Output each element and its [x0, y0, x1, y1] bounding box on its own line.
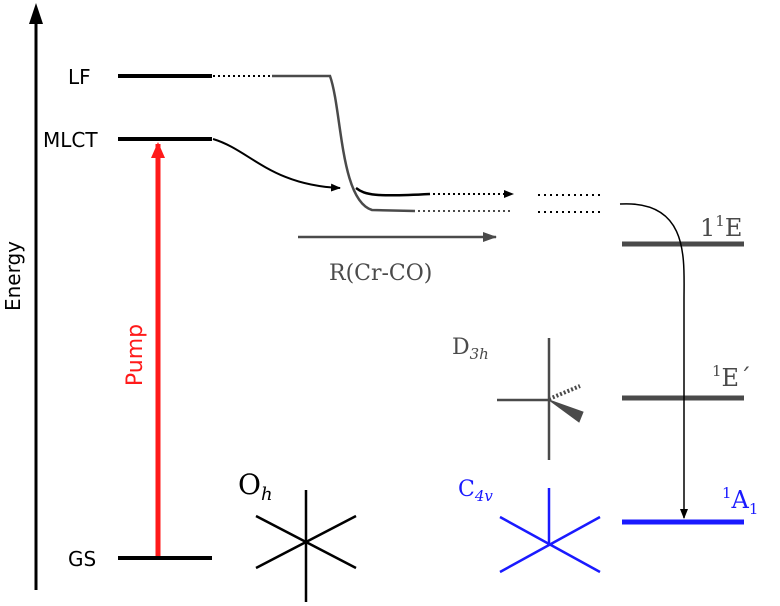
state-1E-prime-label: 1E´ — [712, 362, 751, 392]
state-1E-prime-main: E´ — [722, 364, 752, 392]
state-1E-prime-sup: 1 — [712, 362, 722, 380]
c4v-sub: 4v — [474, 487, 494, 505]
energy-axis-label: Energy — [1, 241, 25, 311]
mlct-path-continuation — [355, 186, 431, 197]
pump-label: Pump — [123, 324, 148, 386]
oh-molecule-icon — [255, 490, 357, 602]
state-1A1-sub: 1 — [749, 500, 759, 518]
axis-arrowhead-icon — [29, 3, 43, 24]
gs-label: GS — [68, 547, 96, 571]
d3h-symmetry-label: D3h — [452, 335, 489, 363]
state-1-1E-sup: 1 — [715, 212, 725, 230]
c4v-base: C — [458, 477, 475, 502]
d3h-base: D — [452, 335, 470, 360]
oh-base: O — [238, 468, 261, 501]
lf-decay-curve — [272, 74, 416, 213]
state-1A1-main: A — [731, 486, 750, 514]
d3h-sub: 3h — [470, 345, 489, 363]
coordinate-label: R(Cr-CO) — [329, 261, 432, 286]
oh-sub: h — [261, 484, 273, 505]
c4v-molecule-icon — [499, 488, 601, 574]
d3h-molecule-icon — [497, 338, 584, 460]
decay-arrow-to-a1 — [619, 203, 688, 519]
oh-symmetry-label: Oh — [238, 468, 273, 505]
lf-label: LF — [68, 65, 91, 89]
c4v-symmetry-label: C4v — [458, 477, 493, 505]
state-1-1E-label: 11E — [700, 212, 742, 242]
state-1A1-label: 1A1 — [722, 484, 758, 518]
energy-axis — [29, 3, 43, 590]
mlct-label: MLCT — [43, 128, 98, 152]
state-1-1E-base: 1 — [700, 214, 715, 242]
state-1A1-sup: 1 — [722, 484, 732, 502]
state-1-1E-main: E — [725, 214, 743, 242]
mlct-relaxation-arrow — [212, 138, 341, 192]
